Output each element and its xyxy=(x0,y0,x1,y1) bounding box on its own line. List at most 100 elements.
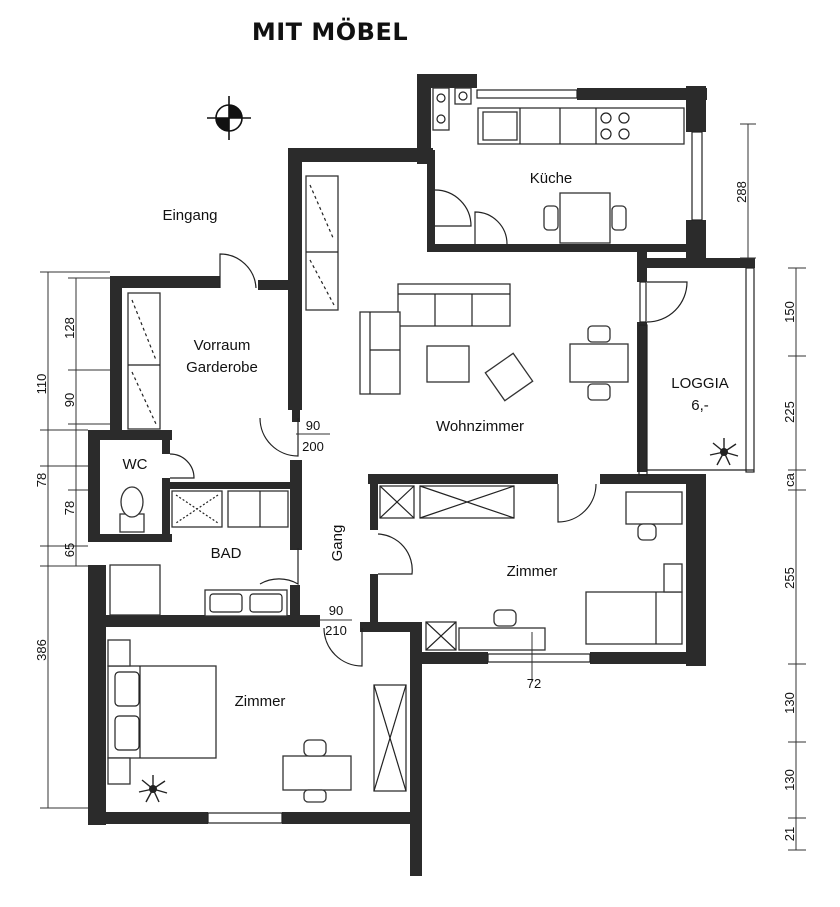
door-dim-width: 90 xyxy=(306,418,320,433)
dim-right: ca xyxy=(782,472,797,487)
wall-kitchen-north xyxy=(577,88,707,100)
bed-south xyxy=(107,665,217,759)
loggia-railing xyxy=(745,267,755,473)
wall-kitchen-west xyxy=(427,150,435,252)
desk-zimmer xyxy=(625,491,683,525)
bathtub xyxy=(109,564,161,616)
door-zimmer-north xyxy=(557,483,597,523)
door-bad xyxy=(259,548,299,586)
dim-left-inner: 90 xyxy=(62,393,77,407)
wall-loggia-west-upper xyxy=(637,252,647,282)
armchair xyxy=(484,352,534,402)
wall-loggia-west xyxy=(637,322,647,472)
dining-table xyxy=(569,343,629,383)
dim-right: 255 xyxy=(782,567,797,589)
wall-living-north xyxy=(288,148,433,162)
plant-icon xyxy=(138,775,168,803)
wall-kitchen-south xyxy=(427,244,687,252)
room-label-gang: Gang xyxy=(329,525,346,562)
wall-kitchen-north-left xyxy=(417,74,477,88)
dim-right: 225 xyxy=(782,401,797,423)
kitchen-stove xyxy=(600,112,630,140)
wall-wc-north xyxy=(88,430,172,440)
desk-south xyxy=(282,755,352,791)
wall-south-room-north-right xyxy=(360,622,422,632)
dim-left-outer: 110 xyxy=(34,374,49,395)
room-label-wohnzimmer: Wohnzimmer xyxy=(436,418,524,435)
dim-right: 130 xyxy=(782,769,797,791)
wall-zimmer-east xyxy=(686,474,706,666)
wall-wc-east-lower xyxy=(162,478,170,540)
door-entrance xyxy=(219,253,257,289)
wall-south-room-south-left xyxy=(88,812,208,824)
window-kitchen-north xyxy=(476,89,578,99)
door-dim-width: 90 xyxy=(329,603,343,618)
wall-vorraum-north-right xyxy=(258,280,294,290)
kitchen-sink xyxy=(482,111,518,141)
wall-zimmer-north-left xyxy=(368,474,558,484)
door-kitchen xyxy=(434,189,472,227)
wall-vorraum-north-left xyxy=(110,276,220,288)
toilet-bowl xyxy=(120,486,144,518)
door-zimmer-west xyxy=(377,533,413,575)
wall-bad-east-upper xyxy=(290,460,302,550)
dim-left-outer: 386 xyxy=(34,639,49,661)
wall-zimmer-south-left xyxy=(420,652,488,664)
room-label-wc: WC xyxy=(123,456,148,473)
wall-kitchen-east-lower xyxy=(686,220,706,268)
dim-right: 150 xyxy=(782,301,797,323)
dim-left-inner: 128 xyxy=(62,317,77,339)
room-label-garderobe: Garderobe xyxy=(186,359,258,376)
door-kitchen-2 xyxy=(474,211,508,245)
window-zimmer-south xyxy=(487,653,591,663)
room-label-kueche: Küche xyxy=(530,170,573,187)
wall-zimmer-west-lower xyxy=(370,574,378,628)
wall-loggia-north xyxy=(645,258,755,268)
door-dim-height: 210 xyxy=(325,623,347,638)
sofa xyxy=(397,283,511,327)
dim-right: 288 xyxy=(734,181,749,203)
dim-right: 21 xyxy=(782,827,797,841)
room-label-loggia: LOGGIA xyxy=(671,375,729,392)
room-label-eingang: Eingang xyxy=(162,207,217,224)
north-arrow-icon xyxy=(207,96,251,140)
wall-kitchen-west-upper xyxy=(417,74,431,164)
wall-zimmer-west-upper xyxy=(370,474,378,530)
wall-zimmer-north-right xyxy=(600,474,705,484)
bed-zimmer xyxy=(585,591,683,645)
dim-left-outer: 65 xyxy=(62,543,77,557)
wall-wc-east-upper xyxy=(162,430,170,454)
dim-right: 130 xyxy=(782,692,797,714)
windows xyxy=(207,89,755,824)
room-label-vorraum: Vorraum xyxy=(194,337,251,354)
desk-zimmer-2 xyxy=(458,627,546,651)
dim-left-inner: 78 xyxy=(62,501,77,515)
wall-south-room-west xyxy=(88,565,106,825)
plan-title: MIT MÖBEL xyxy=(251,18,409,46)
door-wc xyxy=(169,453,195,479)
living-cabinet xyxy=(305,175,339,311)
wall-bad-south xyxy=(100,615,320,627)
wall-vorraum-west xyxy=(110,276,122,432)
door-dim-width: 72 xyxy=(527,676,541,691)
wall-zimmer-south-right xyxy=(590,652,706,664)
window-kitchen-east xyxy=(691,131,703,221)
wall-bad-east-lower xyxy=(290,585,300,621)
room-label-zimmer-south: Zimmer xyxy=(235,693,286,710)
coffee-table xyxy=(426,345,470,383)
wall-kitchen-east-upper xyxy=(686,86,706,132)
wall-south-room-south-right xyxy=(282,812,422,824)
door-dim-height: 200 xyxy=(302,439,324,454)
wall-gang-stub xyxy=(292,410,300,422)
wall-living-west xyxy=(288,148,302,410)
shower xyxy=(227,490,289,528)
room-label-zimmer-east: Zimmer xyxy=(507,563,558,580)
wall-bad-north xyxy=(170,482,298,489)
window-living-loggia xyxy=(638,324,648,476)
furniture xyxy=(107,87,685,803)
room-label-bad: BAD xyxy=(211,545,242,562)
kitchen-table xyxy=(559,192,611,244)
door-vorraum xyxy=(259,417,299,457)
window-loggia-door xyxy=(639,281,647,323)
